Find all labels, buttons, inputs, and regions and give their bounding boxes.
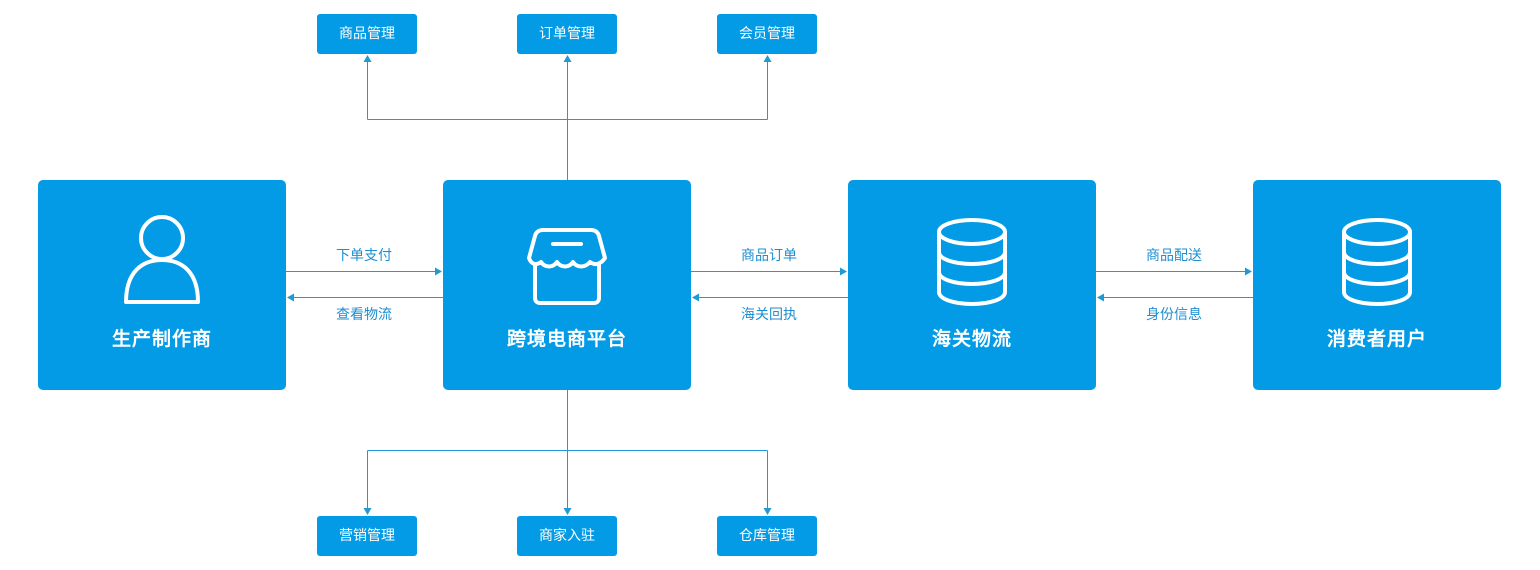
label-delivery: 商品配送 xyxy=(1146,248,1202,264)
warehouse-management-box[interactable]: 仓库管理 xyxy=(717,516,817,556)
customs-logistics-title: 海关物流 xyxy=(931,328,1012,350)
manufacturer-title: 生产制作商 xyxy=(111,328,212,350)
label-identity: 身份信息 xyxy=(1146,307,1202,323)
merchant-onboarding-box[interactable]: 商家入驻 xyxy=(517,516,617,556)
platform-node[interactable]: 跨境电商平台 xyxy=(443,180,691,390)
order-management-box[interactable]: 订单管理 xyxy=(517,14,617,54)
consumer-node[interactable]: 消费者用户 xyxy=(1253,180,1501,390)
user-icon xyxy=(124,215,200,304)
label-order-pay: 下单支付 xyxy=(336,248,392,264)
customs-logistics-node[interactable]: 海关物流 xyxy=(848,180,1096,390)
label-goods-order: 商品订单 xyxy=(741,248,797,264)
marketing-management-box[interactable]: 营销管理 xyxy=(317,516,417,556)
manufacturer-node[interactable]: 生产制作商 xyxy=(38,180,286,390)
goods-management-box[interactable]: 商品管理 xyxy=(317,14,417,54)
store-icon xyxy=(527,228,607,305)
consumer-title: 消费者用户 xyxy=(1326,328,1427,350)
member-management-box[interactable]: 会员管理 xyxy=(717,14,817,54)
platform-title: 跨境电商平台 xyxy=(506,328,627,350)
label-check-logistics: 查看物流 xyxy=(336,307,392,323)
database-icon xyxy=(937,218,1007,307)
label-customs-receipt: 海关回执 xyxy=(741,307,797,323)
database-icon xyxy=(1342,218,1412,307)
